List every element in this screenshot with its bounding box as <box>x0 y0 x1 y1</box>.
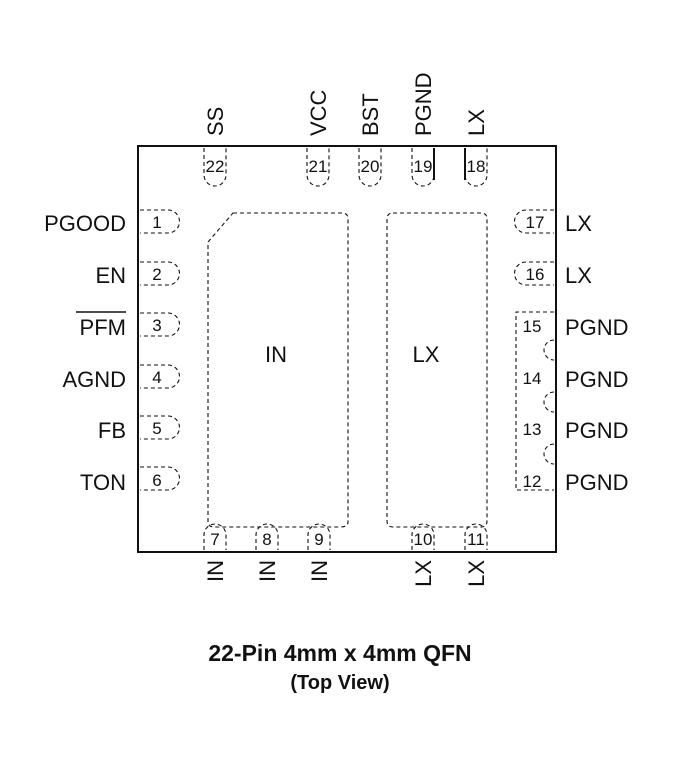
pin-name: PFM <box>80 315 126 340</box>
pin-5: 5 FB <box>98 415 180 443</box>
pin-name: FB <box>98 418 126 443</box>
pin-9: 9 IN <box>307 523 332 582</box>
pad-label-in: IN <box>265 342 287 367</box>
pin-name: EN <box>95 263 126 288</box>
pin-10: 10 LX <box>411 523 436 587</box>
pin-name: LX <box>464 560 489 587</box>
pin-name: PGND <box>565 470 629 495</box>
pin-number: 5 <box>152 419 161 438</box>
pin-number: 22 <box>206 157 225 176</box>
pin-name: IN <box>255 560 280 582</box>
pin-3: 3 PFM <box>76 311 180 340</box>
pin-name: PGND <box>565 367 629 392</box>
pin-18: 18 LX <box>464 109 489 187</box>
pin-15: 15 PGND <box>523 315 629 340</box>
pin-16: 16 LX <box>514 261 592 288</box>
pin-number: 13 <box>523 420 542 439</box>
pin-number: 17 <box>526 213 545 232</box>
pin-name: LX <box>565 263 592 288</box>
pgnd-pin-group-notches <box>543 339 555 465</box>
pin-8: 8 IN <box>255 523 280 582</box>
pgnd-pin-group-outline <box>515 311 554 491</box>
package-caption-subtitle: (Top View) <box>290 672 390 694</box>
pin-name: LX <box>464 109 489 136</box>
pin-name: PGND <box>411 72 436 136</box>
pin-number: 8 <box>262 530 271 549</box>
exposed-pad-lx <box>386 212 488 528</box>
pin-21: 21 VCC <box>306 89 331 187</box>
pin-11: 11 LX <box>464 523 489 587</box>
pin-name: PGND <box>565 315 629 340</box>
pin-number: 6 <box>152 471 161 490</box>
pin-number: 9 <box>314 530 323 549</box>
pin-number: 14 <box>523 369 542 388</box>
pin-name: VCC <box>306 89 331 136</box>
pin-name: LX <box>565 211 592 236</box>
pin-2: 2 EN <box>95 261 180 288</box>
pin-12: 12 PGND <box>523 470 629 495</box>
pin-number: 12 <box>523 472 542 491</box>
pin-name: PGND <box>565 418 629 443</box>
pin-number: 15 <box>523 317 542 336</box>
pin-4: 4 AGND <box>62 364 180 392</box>
pin-name: LX <box>411 560 436 587</box>
pin-name: TON <box>80 470 126 495</box>
pin-name: PGOOD <box>44 211 126 236</box>
pin-14: 14 PGND <box>523 367 629 392</box>
pin-name: BST <box>358 93 383 136</box>
pin-number: 16 <box>526 265 545 284</box>
pin-number: 10 <box>414 530 433 549</box>
pin-number: 18 <box>467 157 486 176</box>
pin-number: 20 <box>361 157 380 176</box>
package-outline <box>137 145 557 553</box>
pin-name: AGND <box>62 367 126 392</box>
pin-name: IN <box>307 560 332 582</box>
pin-7: 7 IN <box>203 523 228 582</box>
pin-number: 7 <box>210 530 219 549</box>
exposed-pad-in <box>207 212 349 528</box>
pin-number: 19 <box>414 157 433 176</box>
pin-20: 20 BST <box>358 93 383 187</box>
pin-number: 3 <box>152 316 161 335</box>
pin-number: 21 <box>309 157 328 176</box>
pin-22: 22 SS <box>203 107 228 187</box>
pin-name: IN <box>203 560 228 582</box>
pin-number: 2 <box>152 265 161 284</box>
pin-1: 1 PGOOD <box>44 209 180 236</box>
pin-number: 11 <box>467 530 485 549</box>
pin-number: 4 <box>152 368 161 387</box>
package-caption-title: 22-Pin 4mm x 4mm QFN <box>208 640 472 666</box>
pad-label-lx: LX <box>413 342 440 367</box>
pin-name: SS <box>203 107 228 136</box>
pin-17: 17 LX <box>514 209 592 236</box>
pin-13: 13 PGND <box>523 418 629 443</box>
pin-19: 19 PGND <box>411 72 436 187</box>
pin-number: 1 <box>152 213 161 232</box>
pin-6: 6 TON <box>80 466 180 495</box>
